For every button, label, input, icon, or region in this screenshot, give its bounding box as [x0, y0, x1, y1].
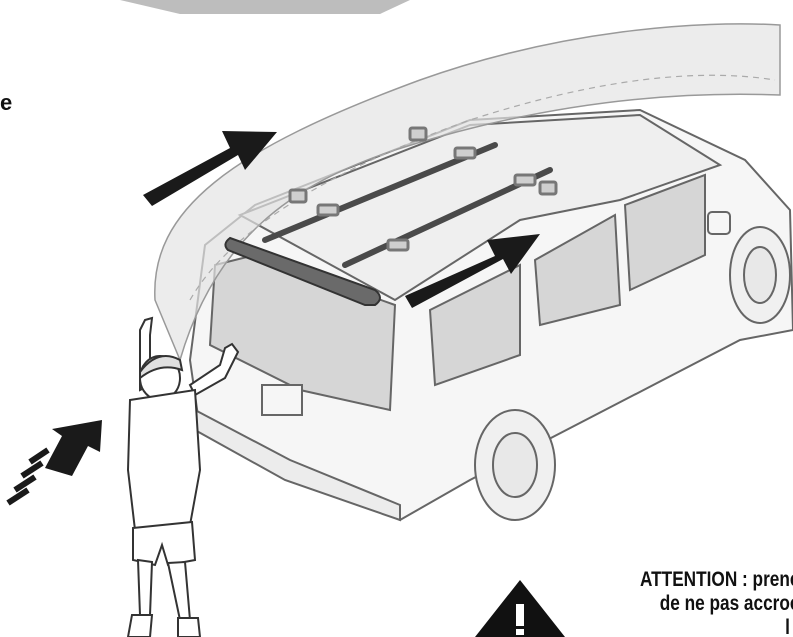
- license-plate: [262, 385, 302, 415]
- warning-line-1: ATTENTION : prenc: [640, 568, 793, 592]
- warning-text: ATTENTION : prenc de ne pas accroc l l: [640, 568, 793, 637]
- side-mirror: [708, 212, 730, 234]
- top-banner: [120, 0, 410, 14]
- warning-notice: ATTENTION : prenc de ne pas accroc l l: [470, 568, 793, 637]
- side-text: e: [0, 90, 12, 116]
- warning-line-3: l l: [640, 616, 793, 637]
- motion-lines: [8, 450, 48, 503]
- person-figure: [128, 318, 238, 637]
- warning-line-2: de ne pas accroc: [640, 592, 793, 616]
